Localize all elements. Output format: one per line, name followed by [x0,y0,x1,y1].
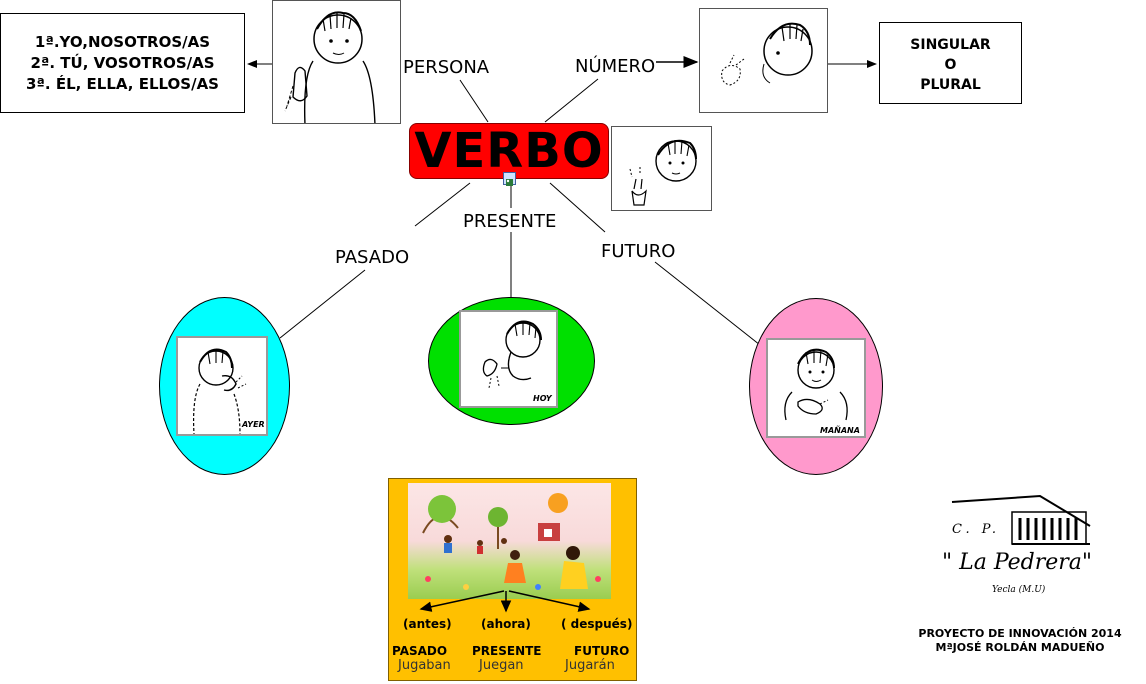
verbo-sign-image [611,126,712,211]
verbo-node[interactable]: VERBO [409,123,609,179]
child-manana-sign-icon [784,348,848,421]
line-verbo-futuro [549,182,606,233]
persons-line-2: 2ª. TÚ, VOSOTROS/AS [30,54,215,72]
line-verbo-numero [544,78,599,123]
persons-line-3: 3ª. ÉL, ELLA, ELLOS/AS [26,75,219,93]
example-jugaran: Jugarán [565,658,615,673]
line-verbo-persona [459,79,489,123]
manana-sign-image: MAÑANA [766,338,866,438]
logo-prefix: C. P. [952,522,1000,537]
number-line-3: PLURAL [920,77,981,93]
logo-name: " La Pedrera" [942,550,1093,575]
number-box: SINGULAR O PLURAL [879,22,1022,104]
child-pointing-self-icon [284,11,376,123]
children-playing-scene-icon [422,493,601,590]
marker-despues: ( después) [561,617,633,631]
logo-place: Yecla (M.U) [992,585,1046,595]
hoy-sign-image: HOY [459,310,558,408]
child-victory-sign-icon [629,139,697,206]
image-attachment-icon[interactable] [503,172,516,186]
tense-futuro: FUTURO [574,644,630,658]
timeline-panel: (antes) (ahora) ( después) PASADO PRESEN… [388,478,637,681]
child-hoy-sign-icon [482,320,542,389]
marker-antes: (antes) [403,617,452,631]
persons-line-1: 1ª.YO,NOSOTROS/AS [34,33,211,51]
persons-box: 1ª.YO,NOSOTROS/AS 2ª. TÚ, VOSOTROS/AS 3ª… [0,13,245,113]
child-ayer-sign-icon [193,348,247,434]
example-juegan: Juegan [479,658,524,673]
credits-line-2: MªJOSÉ ROLDÁN MADUEÑO [935,641,1105,654]
credits: PROYECTO DE INNOVACIÓN 2014 MªJOSÉ ROLDÁ… [900,627,1140,655]
timeline-arrows [419,590,591,613]
credits-line-1: PROYECTO DE INNOVACIÓN 2014 [918,627,1122,640]
marker-ahora: (ahora) [481,617,531,631]
persona-sign-image [272,0,401,124]
school-building-icon [951,494,1091,545]
branch-label-futuro: FUTURO [601,241,676,262]
branch-label-pasado: PASADO [335,247,410,268]
number-line-2: O [944,57,957,73]
caption-manana: MAÑANA [820,426,860,435]
tense-presente: PRESENTE [472,644,542,658]
example-jugaban: Jugaban [398,658,451,673]
caption-hoy: HOY [533,394,552,403]
tense-pasado: PASADO [392,644,448,658]
child-counting-icon [721,22,813,86]
line-futuro-oval [654,261,761,346]
branch-label-numero: NÚMERO [575,56,656,77]
ayer-sign-image: AYER [176,336,268,436]
branch-label-persona: PERSONA [403,57,490,78]
line-pasado-oval [279,269,366,339]
caption-ayer: AYER [242,420,265,429]
line-verbo-pasado [414,182,471,227]
numero-sign-image [699,8,828,113]
number-line-1: SINGULAR [910,37,991,53]
school-logo: C. P. " La Pedrera" Yecla (M.U) [940,490,1100,605]
branch-label-presente: PRESENTE [463,211,557,232]
children-playing-illustration [408,483,611,599]
